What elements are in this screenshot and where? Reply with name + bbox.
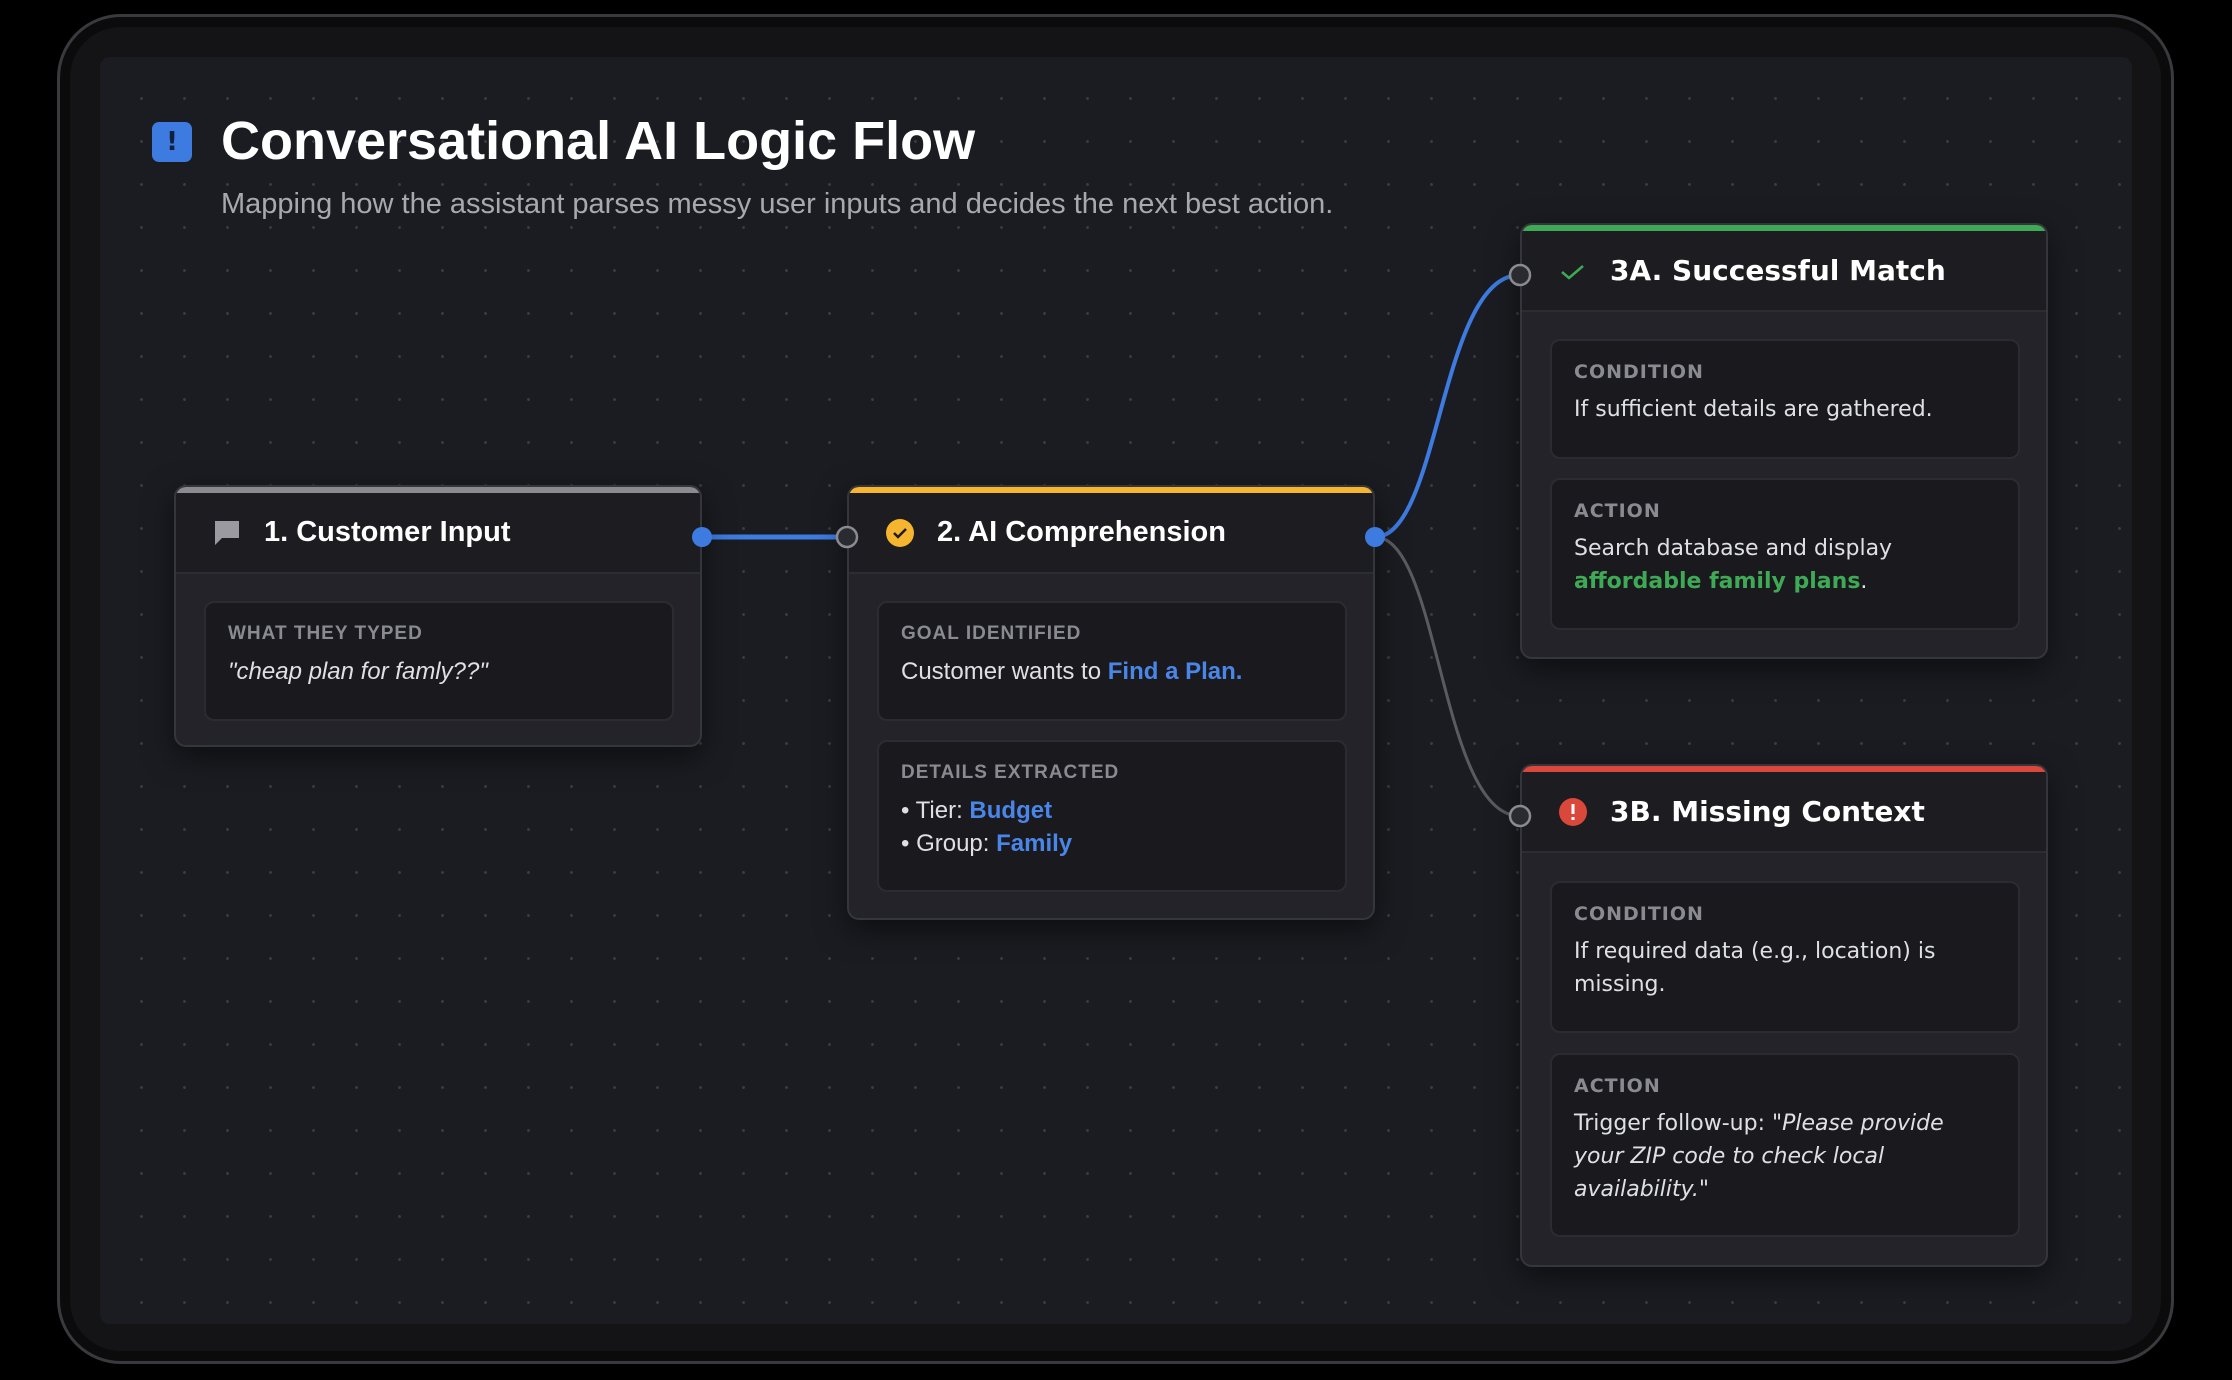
node-ai-comprehension[interactable]: 2. AI Comprehension Goal identified Cust… [847,485,1375,920]
node-title: 3B. Missing Context [1610,795,1925,828]
section-label: Condition [1574,903,1704,925]
status-bar [849,487,1373,493]
node-title: 2. AI Comprehension [937,516,1226,548]
typed-box: What they typed "cheap plan for famly??" [204,601,674,721]
status-bar [176,487,700,493]
condition-text: If sufficient details are gathered. [1574,397,1933,422]
node-header: 1. Customer Input [176,487,700,574]
page-title: Conversational AI Logic Flow [221,111,976,171]
status-bar [1522,225,2046,231]
typed-text: "cheap plan for famly??" [228,658,488,685]
goal-box: Goal identified Customer wants to Find a… [877,601,1347,721]
check-circle-icon [883,516,917,550]
port-comprehension-out [1365,527,1385,547]
node-successful-match[interactable]: 3A. Successful Match Condition If suffic… [1520,223,2048,659]
action-highlight: affordable family plans [1574,569,1861,594]
action-text: Trigger follow-up: [1574,1111,1772,1136]
action-box: Action Search database and display affor… [1550,478,2020,630]
details-box: Details extracted • Tier: Budget • Group… [877,740,1347,892]
port-missing-in [1508,804,1532,828]
detail-item: • Group: Family [901,830,1073,857]
section-label: Action [1574,500,1661,522]
section-label: Goal identified [901,623,1082,644]
check-icon [1556,254,1590,288]
node-customer-input[interactable]: 1. Customer Input What they typed "cheap… [174,485,702,747]
alert-square-icon: ! [152,122,192,162]
section-label: Action [1574,1075,1661,1097]
follow-up-quote: "Please provide your ZIP code to check l… [1574,1111,1944,1202]
action-text: Search database and display [1574,536,1893,561]
section-label: Details extracted [901,762,1120,783]
node-header: 2. AI Comprehension [849,487,1373,574]
detail-item: • Tier: Budget [901,797,1053,824]
page-subtitle: Mapping how the assistant parses messy u… [221,188,1334,220]
port-input-out [692,527,712,547]
section-label: Condition [1574,361,1704,383]
error-circle-icon [1556,795,1590,829]
chat-bubble-icon [210,516,244,550]
action-box: Action Trigger follow-up: "Please provid… [1550,1053,2020,1237]
node-title: 1. Customer Input [264,516,511,548]
condition-box: Condition If required data (e.g., locati… [1550,881,2020,1033]
connector-comprehension-to-missing [1374,535,1521,818]
node-missing-context[interactable]: 3B. Missing Context Condition If require… [1520,764,2048,1267]
port-success-in [1508,263,1532,287]
node-header: 3B. Missing Context [1522,766,2046,853]
node-title: 3A. Successful Match [1610,254,1946,287]
connector-comprehension-to-success [1374,273,1521,539]
status-bar [1522,766,2046,772]
node-header: 3A. Successful Match [1522,225,2046,312]
port-comprehension-in [835,525,859,549]
goal-value: Find a Plan. [1107,658,1243,685]
condition-box: Condition If sufficient details are gath… [1550,339,2020,459]
section-label: What they typed [228,623,423,644]
condition-text: If required data (e.g., location) is mis… [1574,939,1936,997]
goal-text: Customer wants to [901,658,1108,685]
